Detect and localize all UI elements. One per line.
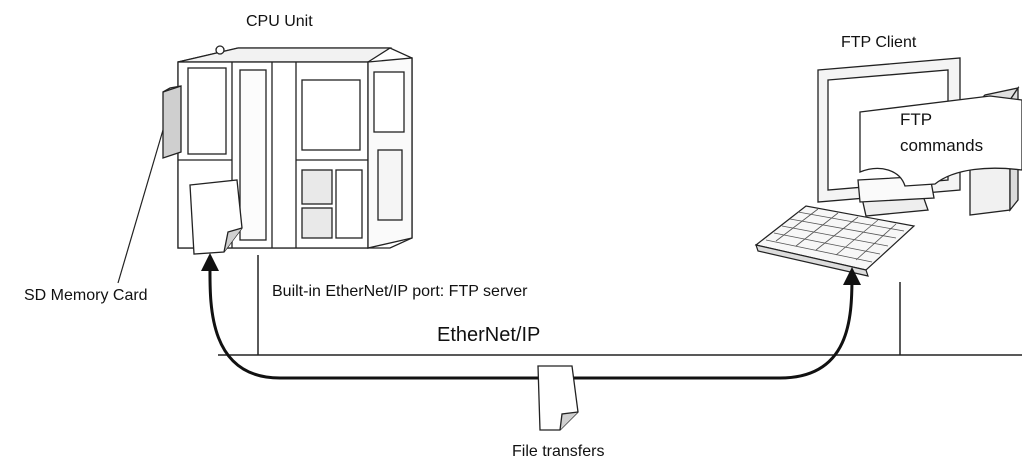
document-icon: [537, 365, 579, 431]
file-transfer-arrow: [200, 253, 861, 380]
file-transfers-label: File transfers: [512, 443, 605, 460]
sd-card-leader-line: [117, 129, 164, 284]
document-icon: [189, 179, 243, 255]
ftp-note-line-2: commands: [900, 136, 984, 155]
ftp-commands-paper: [859, 95, 1022, 187]
sd-card-icon: [162, 85, 182, 159]
ftp-client-label: FTP Client: [841, 34, 917, 51]
ethernet-network-line: [218, 255, 1022, 356]
sd-memory-card-label: SD Memory Card: [24, 287, 148, 304]
network-label: EtherNet/IP: [437, 324, 541, 346]
keyboard-icon: [754, 205, 916, 277]
ftp-note-line-1: FTP: [900, 110, 933, 129]
cpu-unit-label: CPU Unit: [246, 13, 313, 30]
port-label: Built-in EtherNet/IP port: FTP server: [272, 283, 528, 300]
ftp-commands-note: FTP commands: [900, 107, 983, 159]
